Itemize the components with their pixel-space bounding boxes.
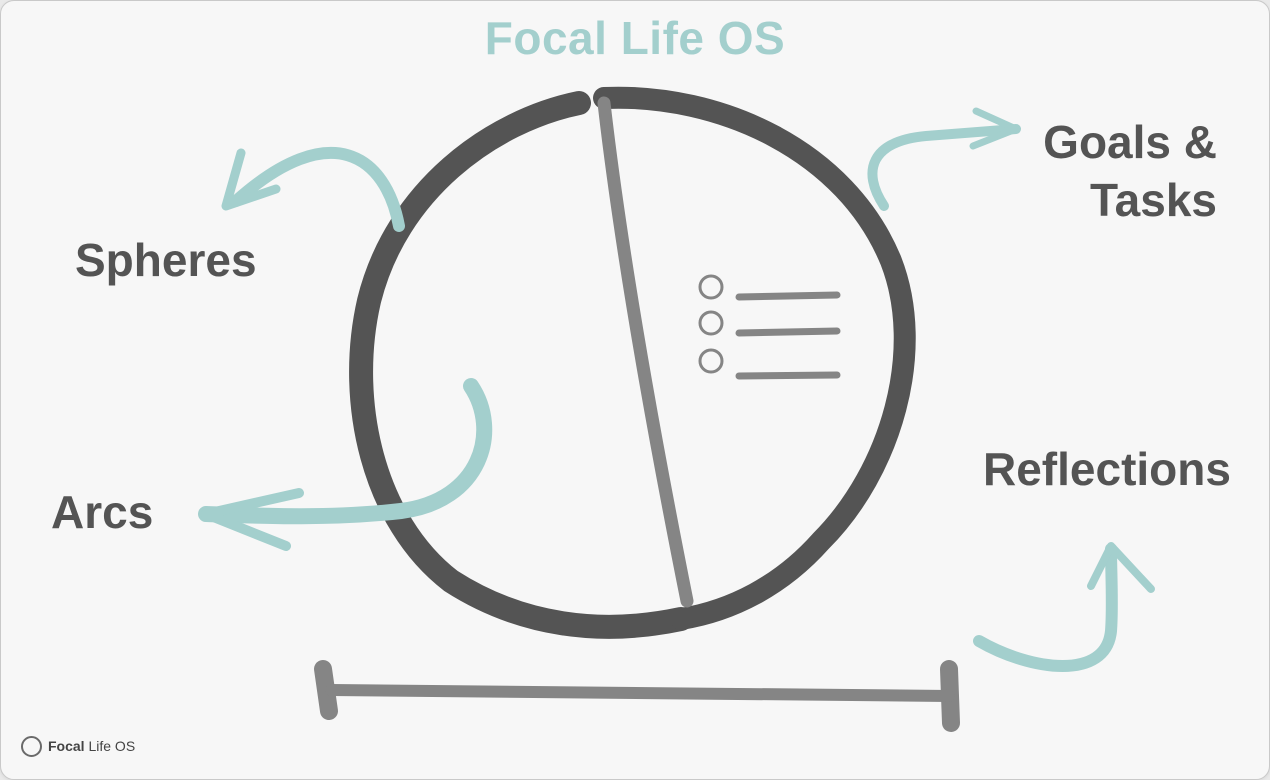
focal-logo-icon [21,735,42,757]
focal-circle-right-stroke [593,86,916,630]
focal-circle-left-stroke [349,91,693,639]
footer-brand-strong: Focal [48,738,85,754]
label-spheres: Spheres [75,234,257,286]
arrow-to-spheres [221,146,405,232]
arrow-to-arcs [198,378,493,551]
arrow-to-goals [867,107,1021,211]
arrow-to-reflections [973,542,1155,672]
label-goals-tasks: Goals & Tasks [1043,113,1217,229]
checklist-icon [698,274,841,380]
label-goals-line2: Tasks [1089,174,1217,226]
label-arcs: Arcs [51,486,154,538]
diagram-title: Focal Life OS [484,12,786,64]
label-reflections: Reflections [983,443,1231,495]
timeline-bar [314,660,960,732]
focal-divider-line [597,96,694,608]
label-goals-line1: Goals & [1043,116,1217,168]
footer-brand: Focal Life OS [21,733,135,759]
footer-brand-rest: Life OS [84,738,136,754]
